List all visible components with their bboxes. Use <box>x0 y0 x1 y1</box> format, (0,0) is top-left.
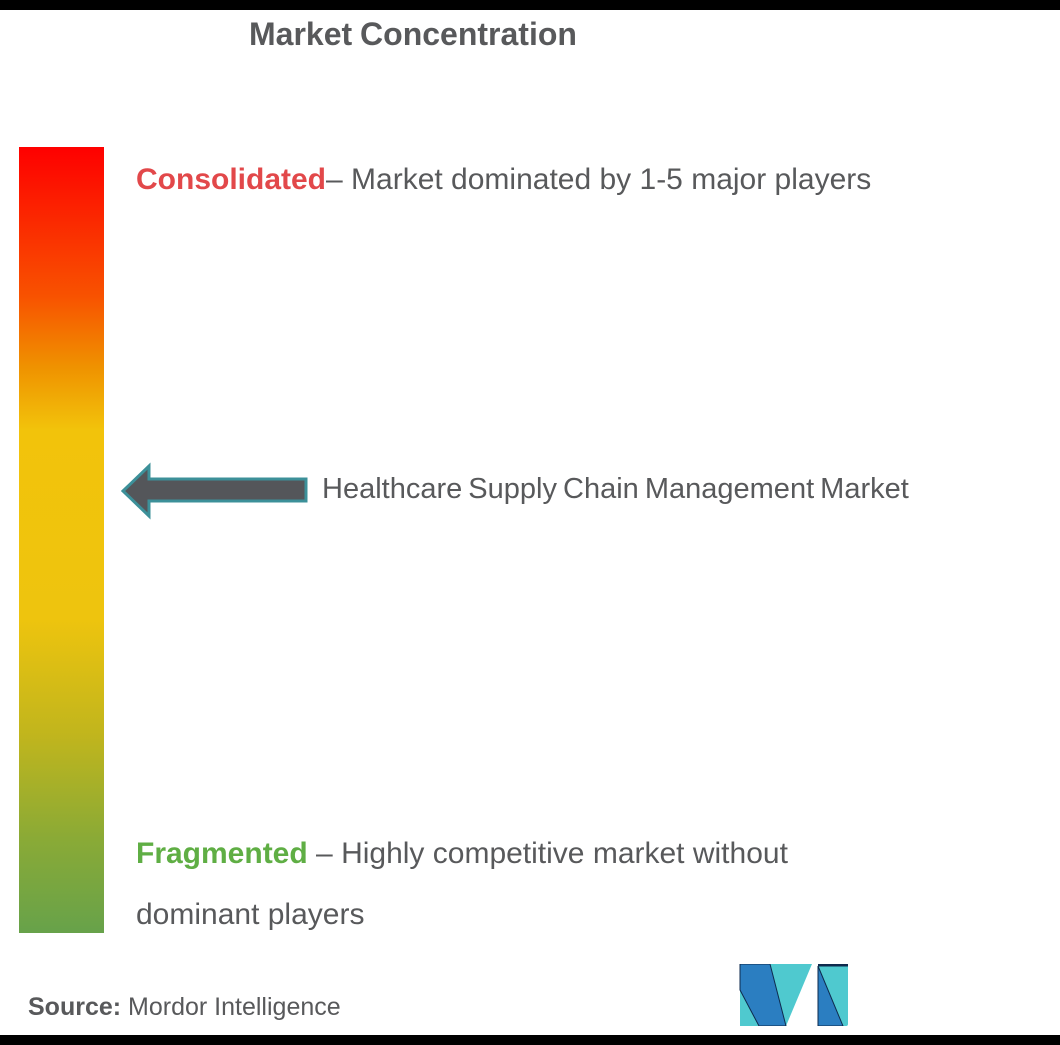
top-frame-bar <box>0 0 1060 10</box>
bottom-frame-bar <box>0 1035 1060 1045</box>
mordor-intelligence-logo-icon <box>739 964 848 1026</box>
chart-title: Market Concentration <box>249 16 577 52</box>
source-value: Mordor Intelligence <box>128 993 341 1021</box>
fragmented-description: – Highly competitive market without domi… <box>136 837 788 931</box>
fragmented-legend: Fragmented – Highly competitive market w… <box>136 823 856 945</box>
left-arrow-icon <box>120 462 308 520</box>
concentration-gradient-bar <box>19 147 104 933</box>
consolidated-term: Consolidated <box>136 163 327 196</box>
source-label: Source: <box>28 993 122 1021</box>
consolidated-description: – Market dominated by 1-5 major players <box>326 163 872 196</box>
consolidated-legend: Consolidated– Market dominated by 1-5 ma… <box>136 149 871 210</box>
marker-label: Healthcare Supply Chain Management Marke… <box>322 473 909 505</box>
source-line: Source: Mordor Intelligence <box>28 993 341 1022</box>
fragmented-term: Fragmented <box>136 837 308 870</box>
